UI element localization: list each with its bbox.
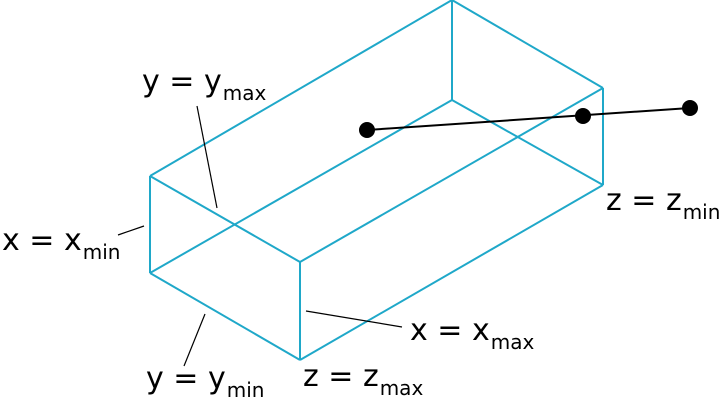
- leader-lines: [117, 105, 403, 367]
- leader-y-max: [196, 105, 218, 209]
- segment-point-left: [359, 122, 375, 138]
- line-segment: [366, 107, 691, 131]
- box-edge-back-top-left: [149, 0, 453, 177]
- line-segment-group: [359, 100, 698, 138]
- leader-x-min: [117, 225, 145, 236]
- box-edge-back-hidden-right: [451, 99, 604, 186]
- box-edge-bottom-right: [299, 184, 604, 361]
- clipping-box: [149, 0, 604, 361]
- box-edge-back-top-right: [451, 0, 604, 89]
- segment-point-middle: [575, 108, 591, 124]
- label-y-min: y = ymin: [146, 361, 264, 402]
- label-x-max: x = xmax: [410, 313, 534, 354]
- leader-x-max: [305, 310, 403, 328]
- segment-point-right: [682, 100, 698, 116]
- box-edge-back-hidden-left: [149, 99, 453, 274]
- box-edge-top-right: [299, 87, 604, 263]
- leader-y-min: [183, 313, 206, 367]
- label-y-max: y = ymax: [142, 64, 266, 105]
- box-edge-front-top: [149, 175, 301, 263]
- label-z-max: z = zmax: [303, 359, 423, 400]
- label-z-min: z = zmin: [606, 183, 720, 224]
- box-edge-front-bottom: [149, 272, 301, 361]
- label-x-min: x = xmin: [2, 223, 120, 264]
